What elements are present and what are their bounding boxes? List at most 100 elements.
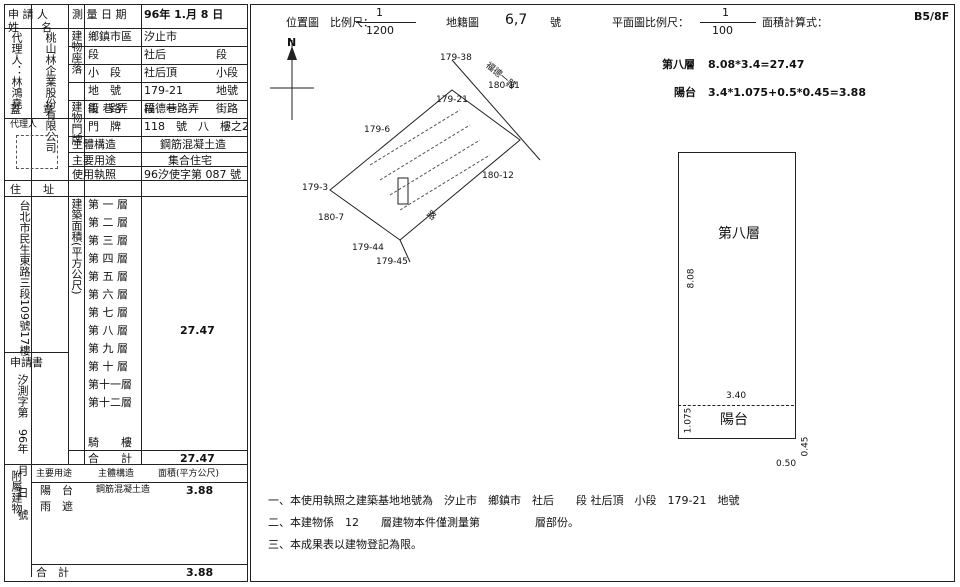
applicant-label: 申 請 人 <box>8 8 48 21</box>
location-scale-den: 1200 <box>366 24 394 37</box>
door-label: 建物門牌 <box>70 101 83 145</box>
dim-balcony: 1.075 <box>683 407 694 434</box>
annex-total-label: 合 計 <box>36 566 69 579</box>
floors-group-label: 建築面積(平方公尺) <box>70 198 83 295</box>
floor-value: 27.47 <box>180 324 215 337</box>
right-drawing-frame <box>250 4 955 582</box>
floor-plan-room <box>678 152 796 439</box>
floor-label: 第 七 層 <box>88 306 128 319</box>
floors-total-value: 27.47 <box>180 452 215 465</box>
floor-label: 第 四 層 <box>88 252 128 265</box>
lot-label: 180-7 <box>318 213 345 223</box>
lot-label: 179-6 <box>364 125 391 135</box>
annex-col-use: 主要用途 <box>36 469 73 479</box>
survey-row-label: 段 巷 弄 <box>88 102 128 115</box>
lot-label: 179-38 <box>440 53 472 63</box>
left-form-frame <box>4 4 248 582</box>
plan-scale-den: 100 <box>712 24 733 37</box>
floor-label: 第 六 層 <box>88 288 128 301</box>
dim-width: 3.40 <box>726 391 747 401</box>
floor-label: 第 五 層 <box>88 270 128 283</box>
survey-row-label: 鄉鎮市區 <box>88 30 132 43</box>
arcade-label: 騎 樓 <box>88 436 132 449</box>
license-value: 96汐使字第 087 號 <box>144 168 241 181</box>
agent-label: 代理人 <box>10 120 38 130</box>
floor-label: 第十二層 <box>88 396 132 409</box>
annex-col-structure: 主體構造 <box>98 469 135 479</box>
lot-label: 180-12 <box>482 171 514 181</box>
annex-area: 3.88 <box>186 484 214 497</box>
survey-row-value: 汐止市 <box>144 30 177 43</box>
address-label: 住 址 <box>10 183 54 196</box>
map-number: 6,7 <box>505 12 528 28</box>
sheet-code: B5/8F <box>914 10 950 23</box>
floor-label: 第 十 層 <box>88 360 128 373</box>
map-label: 地籍圖 <box>446 16 479 29</box>
survey-row-label: 段 <box>88 48 99 61</box>
annex-use: 雨 遮 <box>40 500 73 513</box>
floor-label: 第 二 層 <box>88 216 128 229</box>
floor-label: 第 九 層 <box>88 342 128 355</box>
annex-structure: 鋼筋混凝土造 <box>96 485 151 495</box>
survey-row-value: 社后 <box>144 48 166 61</box>
survey-row-suffix: 段 <box>216 48 227 61</box>
lot-label: 179-3 <box>302 183 329 193</box>
floor-label: 第 八 層 <box>88 324 128 337</box>
dim-height: 8.08 <box>686 268 697 289</box>
floors-total-label: 合 計 <box>88 452 132 465</box>
plan-balcony-label: 陽台 <box>720 412 748 428</box>
calc-label: 面積計算式： <box>762 16 828 29</box>
annex-use: 陽 台 <box>40 484 73 497</box>
dim-small: 0.45 <box>800 436 811 457</box>
annex-group-label: 附屬建物 <box>10 470 23 514</box>
address-value: 台北市民生東路三段109號17樓 <box>18 200 31 356</box>
structure-value: 鋼筋混凝土造 <box>160 138 226 151</box>
annex-col-area: 面積(平方公尺) <box>158 469 220 479</box>
survey-row-value: 118 號 八 樓之2 <box>144 120 249 133</box>
plan-title: 平面圖比例尺： <box>612 16 689 29</box>
use-value: 集合住宅 <box>168 154 212 167</box>
note-line: 三、本成果表以建物登記為限。 <box>268 538 422 551</box>
license-label: 使用執照 <box>72 168 116 181</box>
survey-row-value: 179-21 <box>144 84 183 97</box>
survey-row-value: 段 巷 弄 <box>144 102 199 115</box>
calc-floor: 8.08*3.4=27.47 <box>708 58 805 71</box>
survey-row-label: 門 牌 <box>88 120 121 133</box>
lot-label: 180-11 <box>488 81 520 91</box>
seal-label: 蓋 章 <box>10 103 54 116</box>
name-label: 姓 名 <box>8 21 52 34</box>
calc-balcony-label: 陽台 <box>674 86 696 99</box>
floor-label: 第 一 層 <box>88 198 128 211</box>
survey-row-suffix: 地號 <box>216 84 238 97</box>
location-map-title: 位置圖 比例尺： <box>286 16 374 29</box>
application-label: 申請書 <box>10 356 43 369</box>
date-value: 96年 1.月 8 日 <box>144 8 224 21</box>
calc-balcony: 3.4*1.075+0.5*0.45=3.88 <box>708 86 866 99</box>
structure-label: 主體構造 <box>72 138 116 151</box>
agent-seal <box>16 135 58 169</box>
note-line: 一、本使用執照之建築基地地號為 汐止市 鄉鎮市 社后 段 社后頂 小段 179-… <box>268 494 740 507</box>
annex-total-value: 3.88 <box>186 566 214 579</box>
plan-scale-num: 1 <box>722 6 729 19</box>
map-suffix: 號 <box>550 16 561 29</box>
calc-floor-label: 第八層 <box>662 58 695 71</box>
floor-label: 第十一層 <box>88 378 132 391</box>
survey-row-value: 福德一路 <box>144 102 188 115</box>
survey-row-label: 地 號 <box>88 84 121 97</box>
lot-label: 179-44 <box>352 243 384 253</box>
lot-label: 179-45 <box>376 257 408 267</box>
location-scale-num: 1 <box>376 6 383 19</box>
north-label: N <box>287 36 297 49</box>
dim-ext: 0.50 <box>776 459 797 469</box>
survey-row-label: 街 路 <box>88 102 121 115</box>
floor-label: 第 三 層 <box>88 234 128 247</box>
survey-row-label: 小 段 <box>88 66 121 79</box>
plan-room-label: 第八層 <box>718 226 760 242</box>
date-label: 測 量 日 期 <box>72 8 127 21</box>
use-label: 主要用途 <box>72 154 116 167</box>
lot-label: 179-21 <box>436 95 468 105</box>
note-line: 二、本建物係 12 層建物本件僅測量第 層部份。 <box>268 516 579 529</box>
survey-row-suffix: 街路 <box>216 102 238 115</box>
